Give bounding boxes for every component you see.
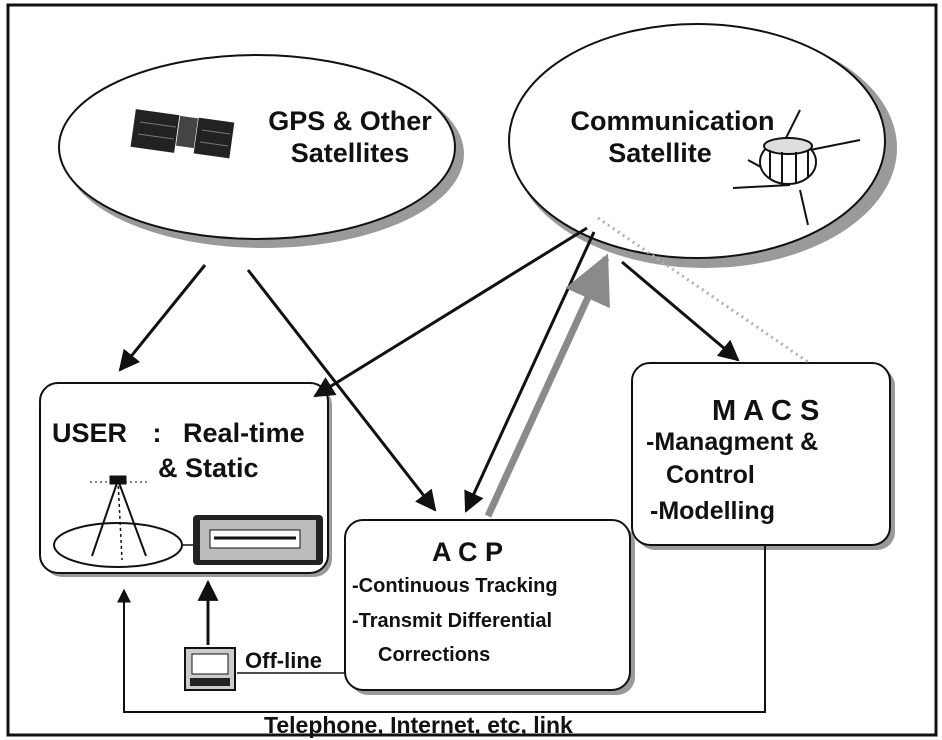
macs-title: M A C S — [712, 395, 820, 427]
acp-item-1: -Continuous Tracking — [352, 575, 558, 597]
user-title: USER : Real-time — [52, 417, 305, 449]
comm-label-line1: Communication — [570, 106, 775, 136]
arrow-comm-to-macs — [621, 260, 740, 362]
offline-label: Off-line — [245, 648, 322, 673]
comm-ellipse — [508, 23, 886, 259]
connections — [118, 226, 740, 645]
acp-item-2: -Transmit Differential — [352, 610, 553, 632]
arrow-gps-to-acp — [246, 269, 437, 512]
user-colon: : — [152, 418, 162, 448]
acp-box — [344, 519, 631, 691]
arrow-comm-to-acp — [464, 231, 596, 513]
arrow-acp-to-comm — [484, 253, 610, 518]
macs-item-2: Control — [666, 461, 755, 489]
arrow-gps-to-user — [118, 264, 207, 372]
arrow-comm-to-user — [313, 226, 588, 398]
computer-icon — [184, 647, 236, 691]
comm-label: Communication Satellite — [555, 105, 790, 170]
acp-item-3: Corrections — [378, 644, 491, 666]
gps-label-line1: GPS & Other — [268, 106, 432, 136]
acp-title: A C P — [432, 537, 504, 567]
telephone-link-line — [117, 545, 766, 713]
dotted-macs-link — [597, 216, 809, 364]
satellite-icon — [732, 109, 861, 226]
user-static: & Static — [158, 453, 259, 483]
satellite-panel-icon — [130, 109, 235, 159]
link-label: Telephone, Internet, etc, link — [264, 712, 573, 738]
outer-border — [6, 3, 938, 737]
macs-item-1: -Managment & — [646, 428, 819, 456]
comm-label-line2: Satellite — [608, 138, 712, 169]
user-realtime: Real-time — [183, 418, 305, 448]
user-title-text: USER — [52, 418, 128, 448]
gps-ellipse — [58, 54, 456, 240]
macs-item-3: -Modelling — [650, 497, 775, 525]
gps-label: GPS & Other Satellites — [245, 105, 455, 170]
macs-box — [631, 362, 891, 546]
gps-label-line2: Satellites — [290, 138, 410, 169]
receiver-icon — [193, 515, 323, 565]
